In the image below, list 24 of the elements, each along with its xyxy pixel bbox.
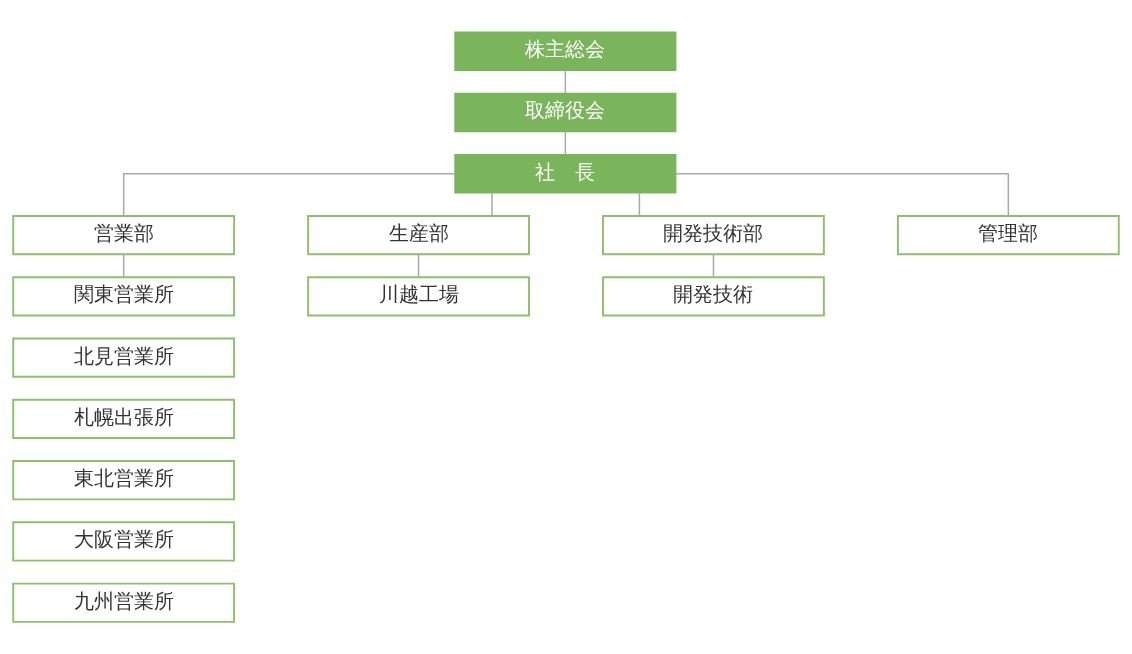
- connector: [122, 253, 125, 278]
- node-box: 生産部: [307, 215, 530, 256]
- node-box: 営業部: [12, 215, 236, 256]
- node-box: 九州営業所: [12, 582, 236, 623]
- connector: [564, 131, 567, 156]
- node-box: 開発技術部: [602, 215, 825, 256]
- node-box: 大阪営業所: [12, 521, 236, 562]
- node-box: 関東営業所: [12, 276, 236, 317]
- node-box: 東北営業所: [12, 460, 236, 501]
- connector: [675, 173, 1010, 217]
- node-box: 社 長: [454, 154, 677, 194]
- connector: [564, 69, 567, 94]
- node-box: 北見営業所: [12, 337, 236, 378]
- connector: [417, 253, 420, 278]
- connector: [122, 173, 456, 217]
- connector: [491, 192, 493, 217]
- node-box: 札幌出張所: [12, 398, 236, 439]
- node-box: 管理部: [896, 215, 1120, 256]
- node-box: 株主総会: [454, 31, 677, 72]
- node-box: 川越工場: [307, 276, 530, 317]
- node-box: 開発技術: [602, 276, 825, 317]
- node-box: 取締役会: [454, 92, 677, 133]
- connector: [638, 192, 641, 217]
- connector: [712, 253, 715, 278]
